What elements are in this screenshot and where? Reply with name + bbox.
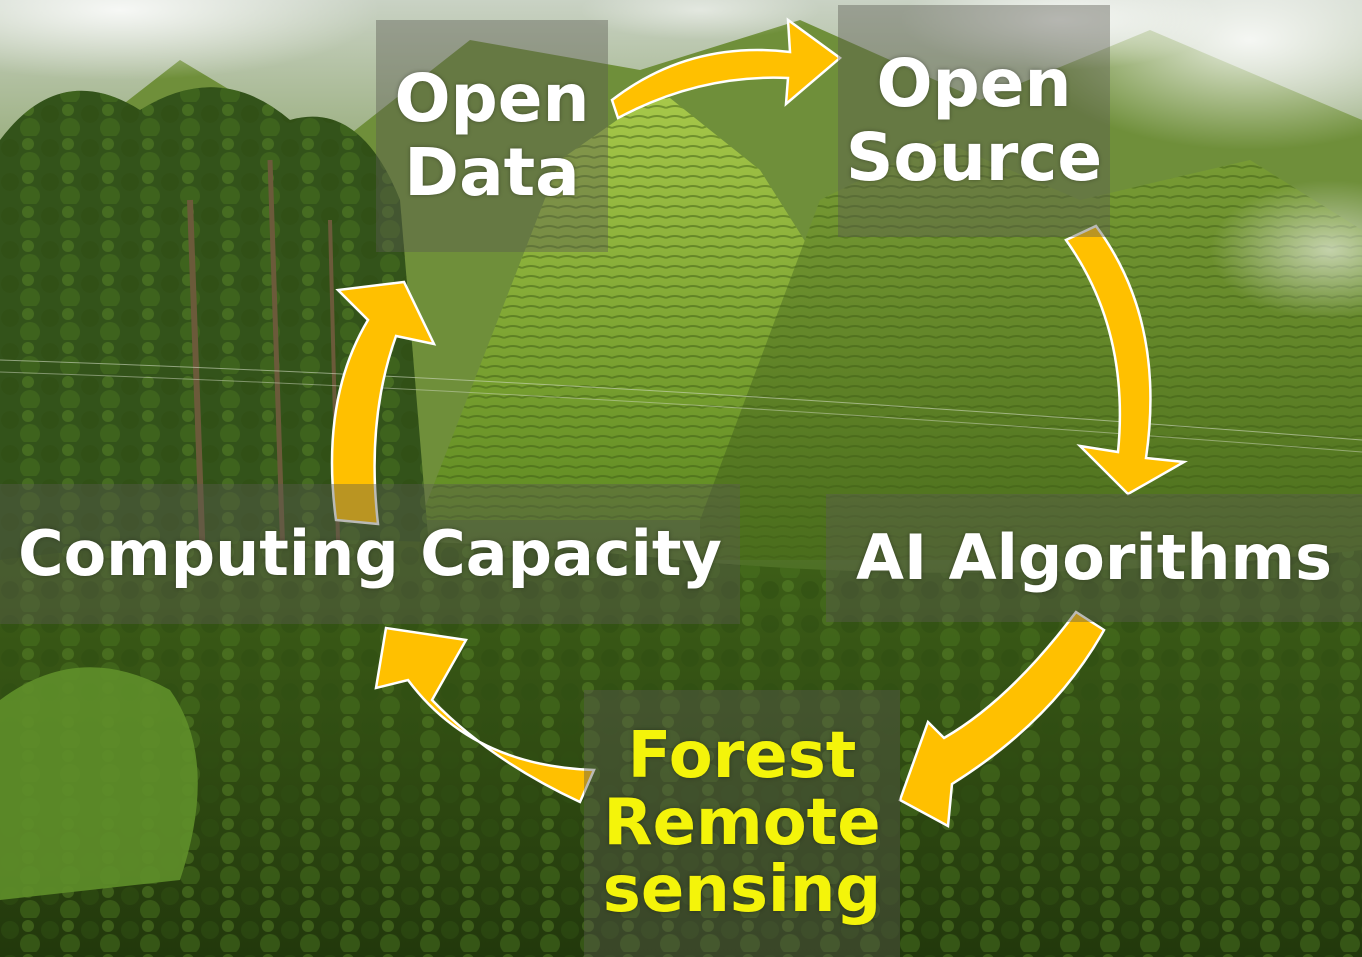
node-ai-algorithms: AI Algorithms [826, 494, 1362, 622]
node-open-data-line1: Open [394, 60, 590, 138]
node-forest-line3: sensing [602, 853, 882, 928]
node-forest-line1: Forest [627, 718, 857, 793]
node-open-source-line1: Open [876, 45, 1072, 123]
node-open-source: Open Source [838, 5, 1110, 237]
node-open-data: Open Data [376, 20, 608, 252]
node-computing-capacity-text: Computing Capacity [18, 517, 722, 591]
node-open-data-text: Open Data [394, 62, 589, 210]
arrow-forest-to-computing [374, 626, 596, 804]
node-open-data-line2: Data [404, 134, 580, 211]
node-open-source-line2: Source [845, 119, 1103, 196]
node-ai-algorithms-text: AI Algorithms [856, 521, 1332, 595]
node-open-source-text: Open Source [846, 47, 1102, 195]
node-forest-line2: Remote [603, 785, 881, 860]
node-forest-remote-sensing-text: Forest Remote sensing [602, 718, 882, 928]
arrow-computing-to-open-data [330, 280, 437, 526]
node-computing-capacity: Computing Capacity [0, 484, 740, 624]
arrow-ai-to-forest [898, 610, 1106, 828]
arrow-open-source-to-ai [1064, 224, 1188, 496]
node-forest-remote-sensing: Forest Remote sensing [584, 690, 900, 957]
arrow-open-data-to-open-source [610, 17, 843, 120]
